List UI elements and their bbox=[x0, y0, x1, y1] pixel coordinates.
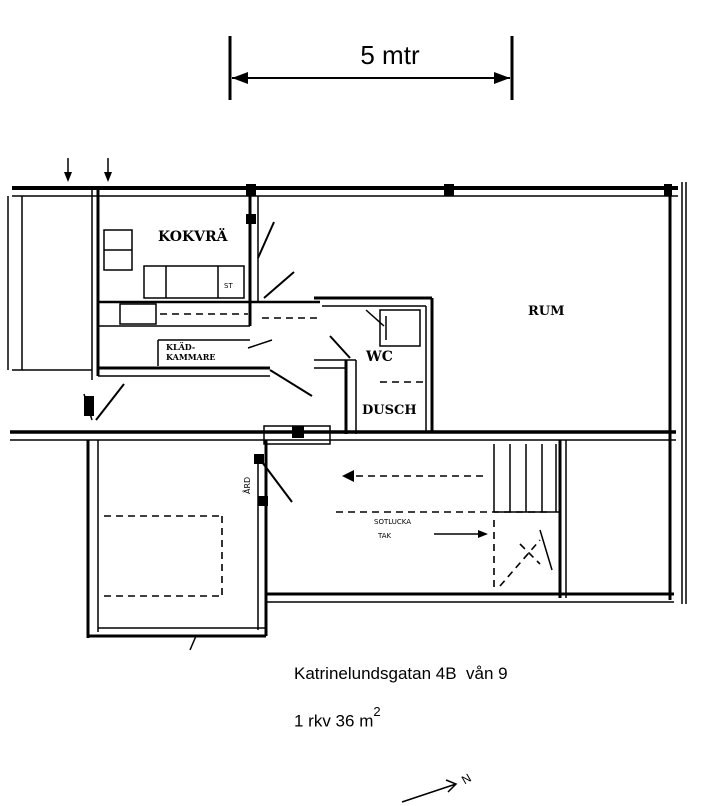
room-label-room: RUM bbox=[528, 304, 565, 319]
room-label-kitchen: KOKVRÄ bbox=[158, 226, 229, 245]
room-label-closet-line2: KAMMARE bbox=[166, 352, 216, 362]
interior-walls bbox=[98, 188, 434, 445]
door-swings bbox=[95, 221, 385, 503]
area-text: 1 rkv 36 m2 bbox=[294, 704, 381, 732]
scale-bar bbox=[228, 36, 514, 100]
north-arrow-icon bbox=[401, 779, 458, 803]
room-label-wc: WC bbox=[365, 349, 393, 365]
scale-label: 5 mtr bbox=[360, 40, 420, 70]
note-roof-hatch-2: TAK bbox=[377, 532, 392, 540]
outer-walls bbox=[7, 182, 687, 638]
area-superscript: 2 bbox=[373, 704, 381, 719]
wc-fittings bbox=[379, 309, 424, 383]
room-label-closet-line1: KLÄD- bbox=[166, 342, 195, 352]
staircase bbox=[493, 444, 560, 592]
address-text: Katrinelundsgatan 4B vån 9 bbox=[294, 664, 508, 683]
note-kitchen-st: ST bbox=[224, 282, 233, 290]
kitchen-fittings bbox=[103, 229, 320, 325]
room-label-shower: DUSCH bbox=[362, 403, 417, 418]
lower-room-fittings bbox=[83, 393, 223, 651]
note-roof-hatch-1: SOTLUCKA bbox=[374, 518, 411, 526]
hall-markings bbox=[254, 426, 552, 538]
area-value: 1 rkv 36 m bbox=[294, 711, 374, 731]
note-stair-mark: ÅRD bbox=[241, 477, 252, 494]
top-markers bbox=[64, 158, 672, 224]
